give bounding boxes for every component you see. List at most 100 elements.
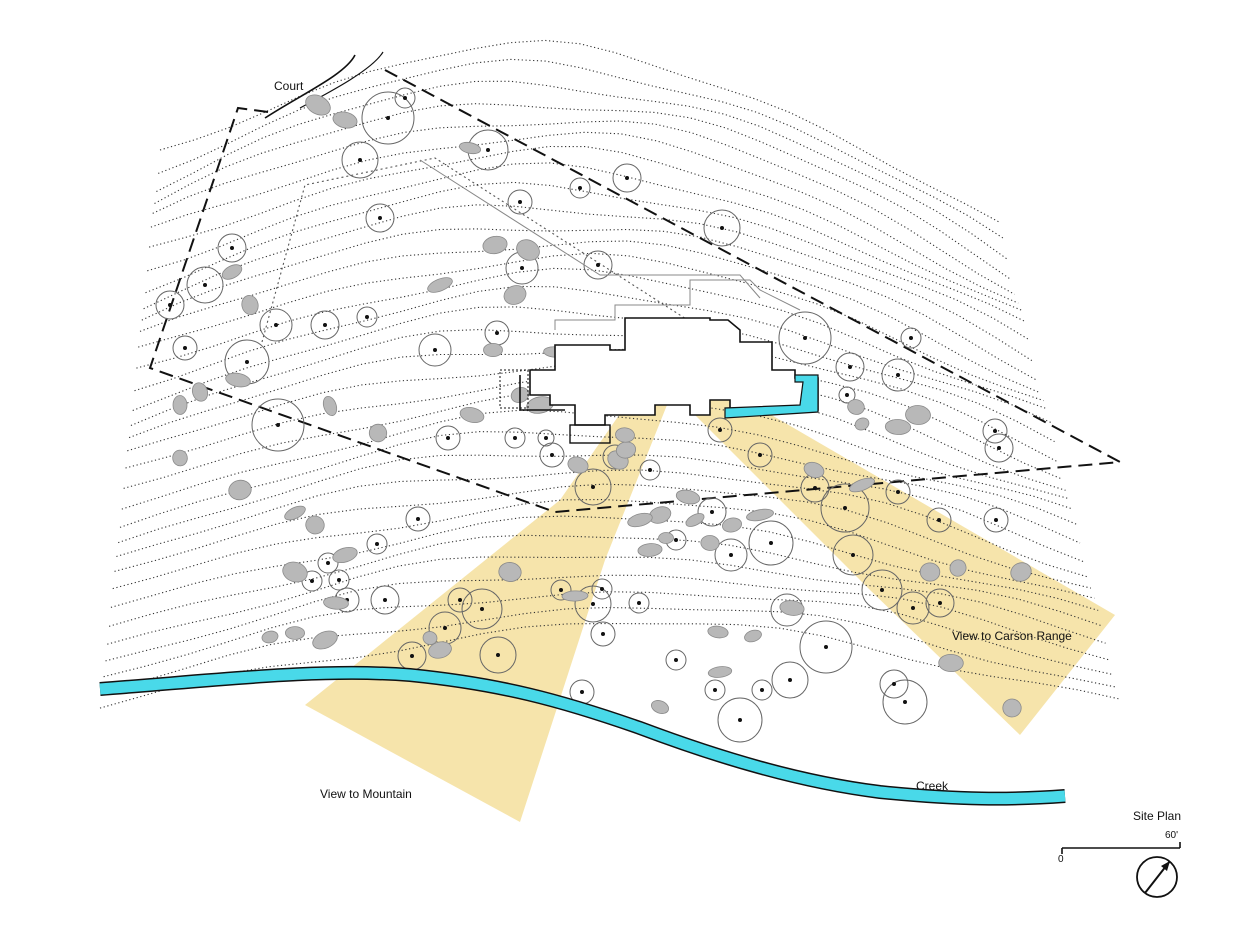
tree-canopy [820,483,870,533]
tree-canopy [435,425,461,451]
tree-trunk [274,323,278,327]
boulder [949,559,967,577]
tree-trunk [625,176,629,180]
contour-line [130,329,1059,463]
boulder [172,449,188,467]
tree-canopy [861,569,903,611]
north-arrow-icon [1136,856,1178,898]
tree-canopy [370,585,400,615]
boulder [241,294,259,316]
tree-canopy [504,427,526,449]
tree-canopy [717,697,763,743]
boulder [847,399,865,415]
tree-trunk [729,553,733,557]
tree-trunk [674,538,678,542]
boulder [685,513,705,527]
tree-trunk [803,336,807,340]
tree-trunk [851,553,855,557]
boulder [919,562,941,582]
tree-canopy [461,588,503,630]
boulder [305,94,331,116]
tree-canopy [574,468,612,506]
tree-canopy [479,636,517,674]
tree-canopy [366,533,388,555]
pool [724,374,819,419]
boulder [744,629,762,643]
tree-trunk [365,315,369,319]
boulder [191,382,209,402]
tree-trunk [720,226,724,230]
tree-canopy [748,520,794,566]
tree-canopy [832,534,874,576]
tree-trunk [375,542,379,546]
tree-trunk [337,578,341,582]
tree-trunk [997,446,1001,450]
boulder [332,546,358,564]
tree-canopy [259,308,293,342]
tree-canopy [591,578,613,600]
boulder [779,600,805,616]
boulder [1002,698,1022,718]
contour-line [123,391,1073,510]
tree-trunk [276,423,280,427]
tree-trunk [718,428,722,432]
boulder [503,285,527,305]
boulder [803,461,825,479]
view-to-mountain-label: View to Mountain [320,787,412,801]
boulder [854,417,870,431]
boulder [627,512,653,528]
tree-canopy [186,266,224,304]
tree-canopy [418,333,452,367]
tree-trunk [601,632,605,636]
tree-canopy [900,327,922,349]
tree-canopy [574,585,612,623]
tree-trunk [788,678,792,682]
tree-canopy [879,669,909,699]
tree-trunk [480,607,484,611]
tree-trunk [203,283,207,287]
tree-trunk [713,688,717,692]
tree-trunk [911,606,915,610]
boulder [637,543,663,557]
boulder [323,596,349,610]
tree-trunk [738,718,742,722]
tree-trunk [769,541,773,545]
property-boundary [148,69,1124,514]
creek-label: Creek [916,779,949,793]
tree-trunk [591,602,595,606]
tree-canopy [982,418,1008,444]
boulder [458,141,482,155]
tree-trunk [416,517,420,521]
tree-canopy [172,335,198,361]
contour-line [152,120,1015,295]
tree-trunk [383,598,387,602]
boulder [282,561,308,583]
tree-canopy [507,189,533,215]
tree-trunk [230,246,234,250]
boulder [261,630,279,644]
tree-canopy [704,679,726,701]
tree-canopy [550,579,572,601]
tree-canopy [697,497,727,527]
tree-trunk [637,601,641,605]
tree-canopy [590,621,616,647]
tree-canopy [751,679,773,701]
tree-canopy [707,417,733,443]
tree-trunk [596,263,600,267]
creek [99,665,1066,806]
tree-trunk [550,453,554,457]
boulder [707,666,733,678]
tree-trunk [443,626,447,630]
tree-trunk [168,303,172,307]
scale-start-label: 0 [1058,854,1064,865]
tree-canopy [361,91,415,145]
contour-line [103,591,1113,678]
tree-trunk [520,266,524,270]
contour-line [101,606,1117,693]
tree-trunk [938,601,942,605]
tree-trunk [544,436,548,440]
tree-trunk [845,393,849,397]
boulder [312,630,338,650]
tree-trunk [892,682,896,686]
boulder [322,396,338,416]
